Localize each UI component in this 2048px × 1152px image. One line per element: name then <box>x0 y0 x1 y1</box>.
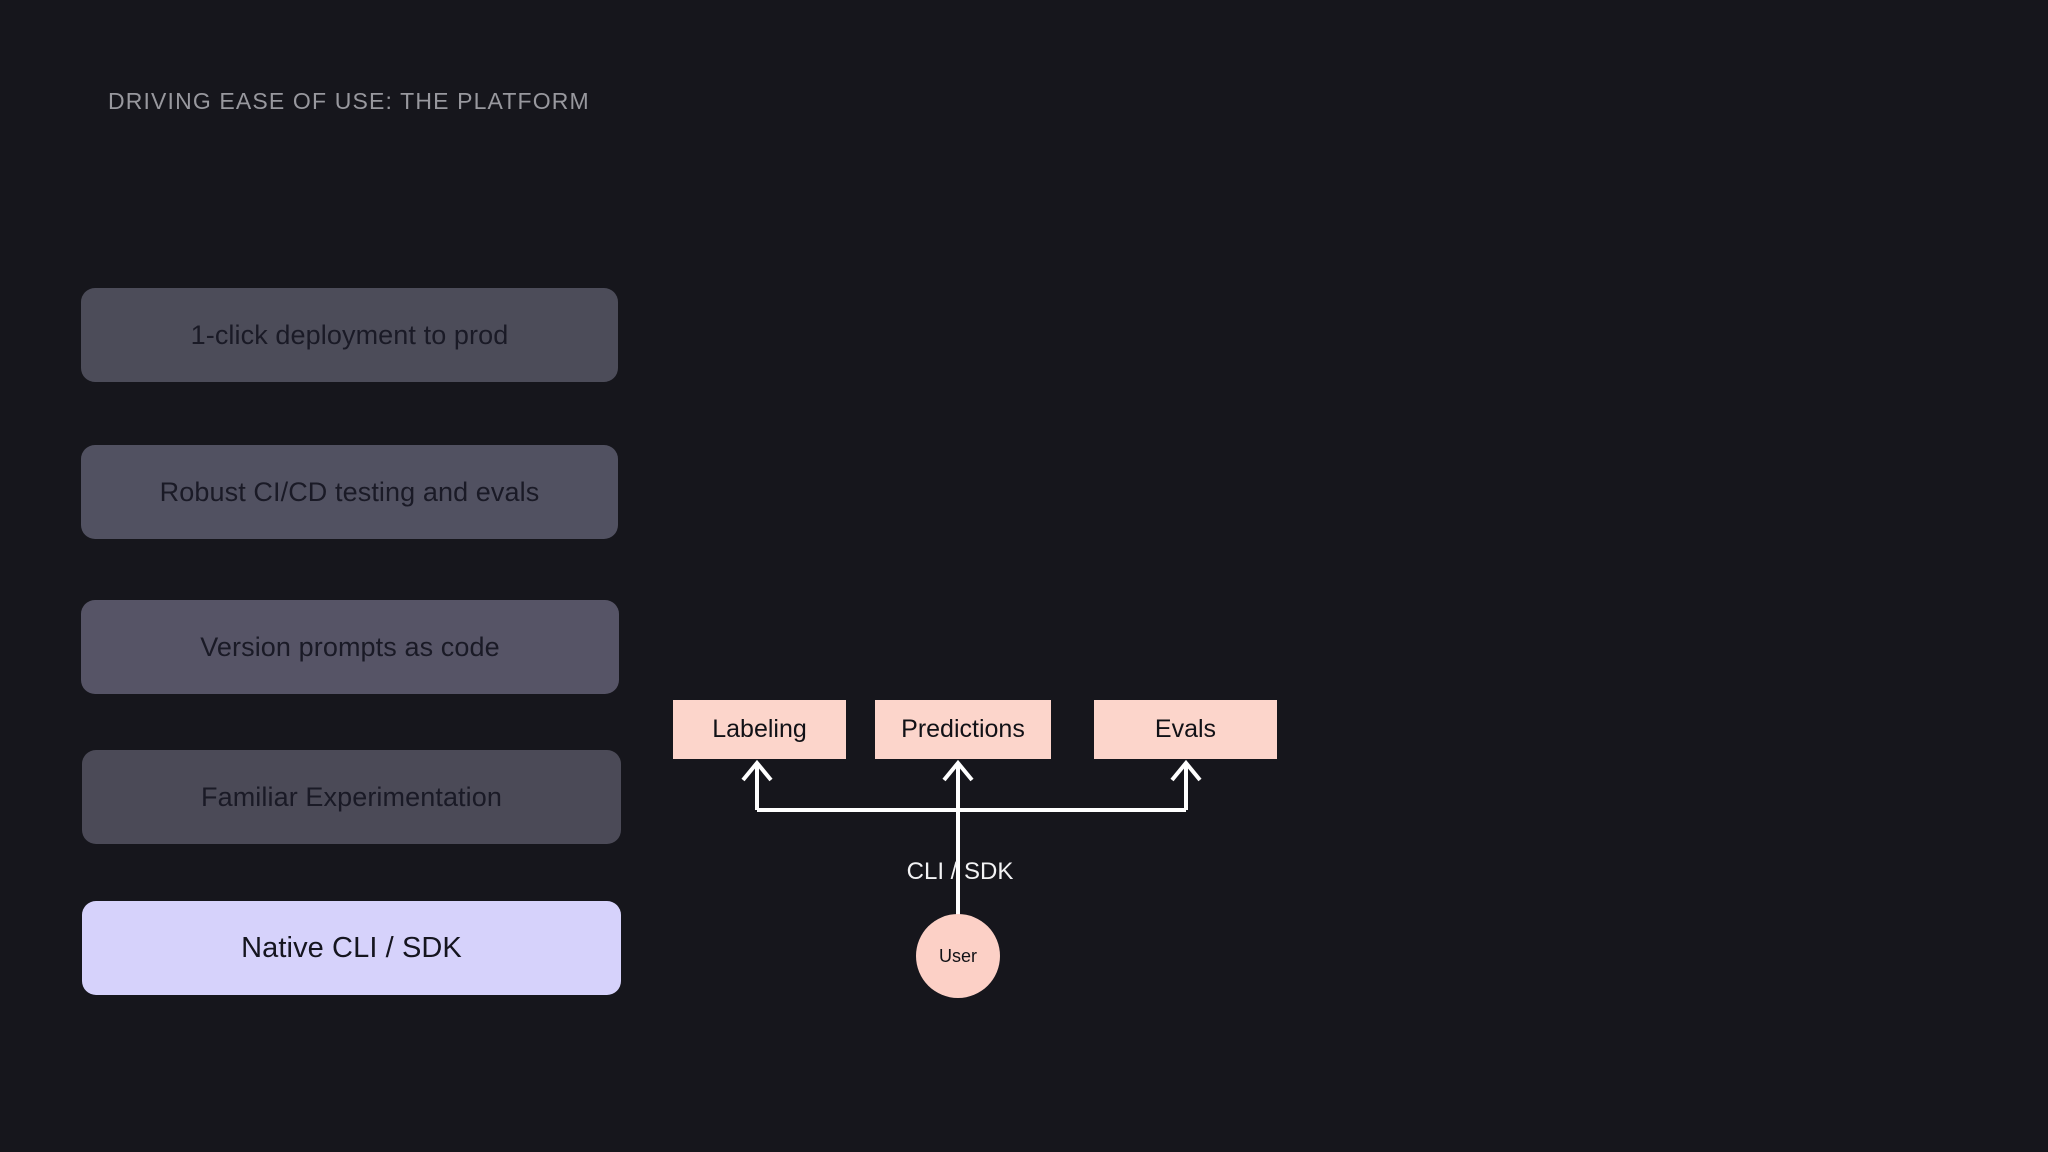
flow-node-user[interactable]: User <box>916 914 1000 998</box>
flow-box-labeling[interactable]: Labeling <box>673 700 846 759</box>
flow-box-evals[interactable]: Evals <box>1094 700 1277 759</box>
feature-pill-stack: 1-click deployment to prod Robust CI/CD … <box>0 0 700 1152</box>
feature-pill-deployment[interactable]: 1-click deployment to prod <box>81 288 618 382</box>
page-title: DRIVING EASE OF USE: THE PLATFORM <box>108 88 590 114</box>
arrowhead-labeling <box>741 759 773 782</box>
arrowhead-predictions <box>942 759 974 782</box>
feature-pill-version-prompts[interactable]: Version prompts as code <box>81 600 619 694</box>
connector-label-cli-sdk: CLI / SDK <box>906 858 1014 885</box>
feature-pill-native-cli-sdk[interactable]: Native CLI / SDK <box>82 901 621 995</box>
feature-pill-cicd[interactable]: Robust CI/CD testing and evals <box>81 445 618 539</box>
flow-box-predictions[interactable]: Predictions <box>875 700 1051 759</box>
arrowhead-evals <box>1170 759 1202 782</box>
feature-pill-experimentation[interactable]: Familiar Experimentation <box>82 750 621 844</box>
